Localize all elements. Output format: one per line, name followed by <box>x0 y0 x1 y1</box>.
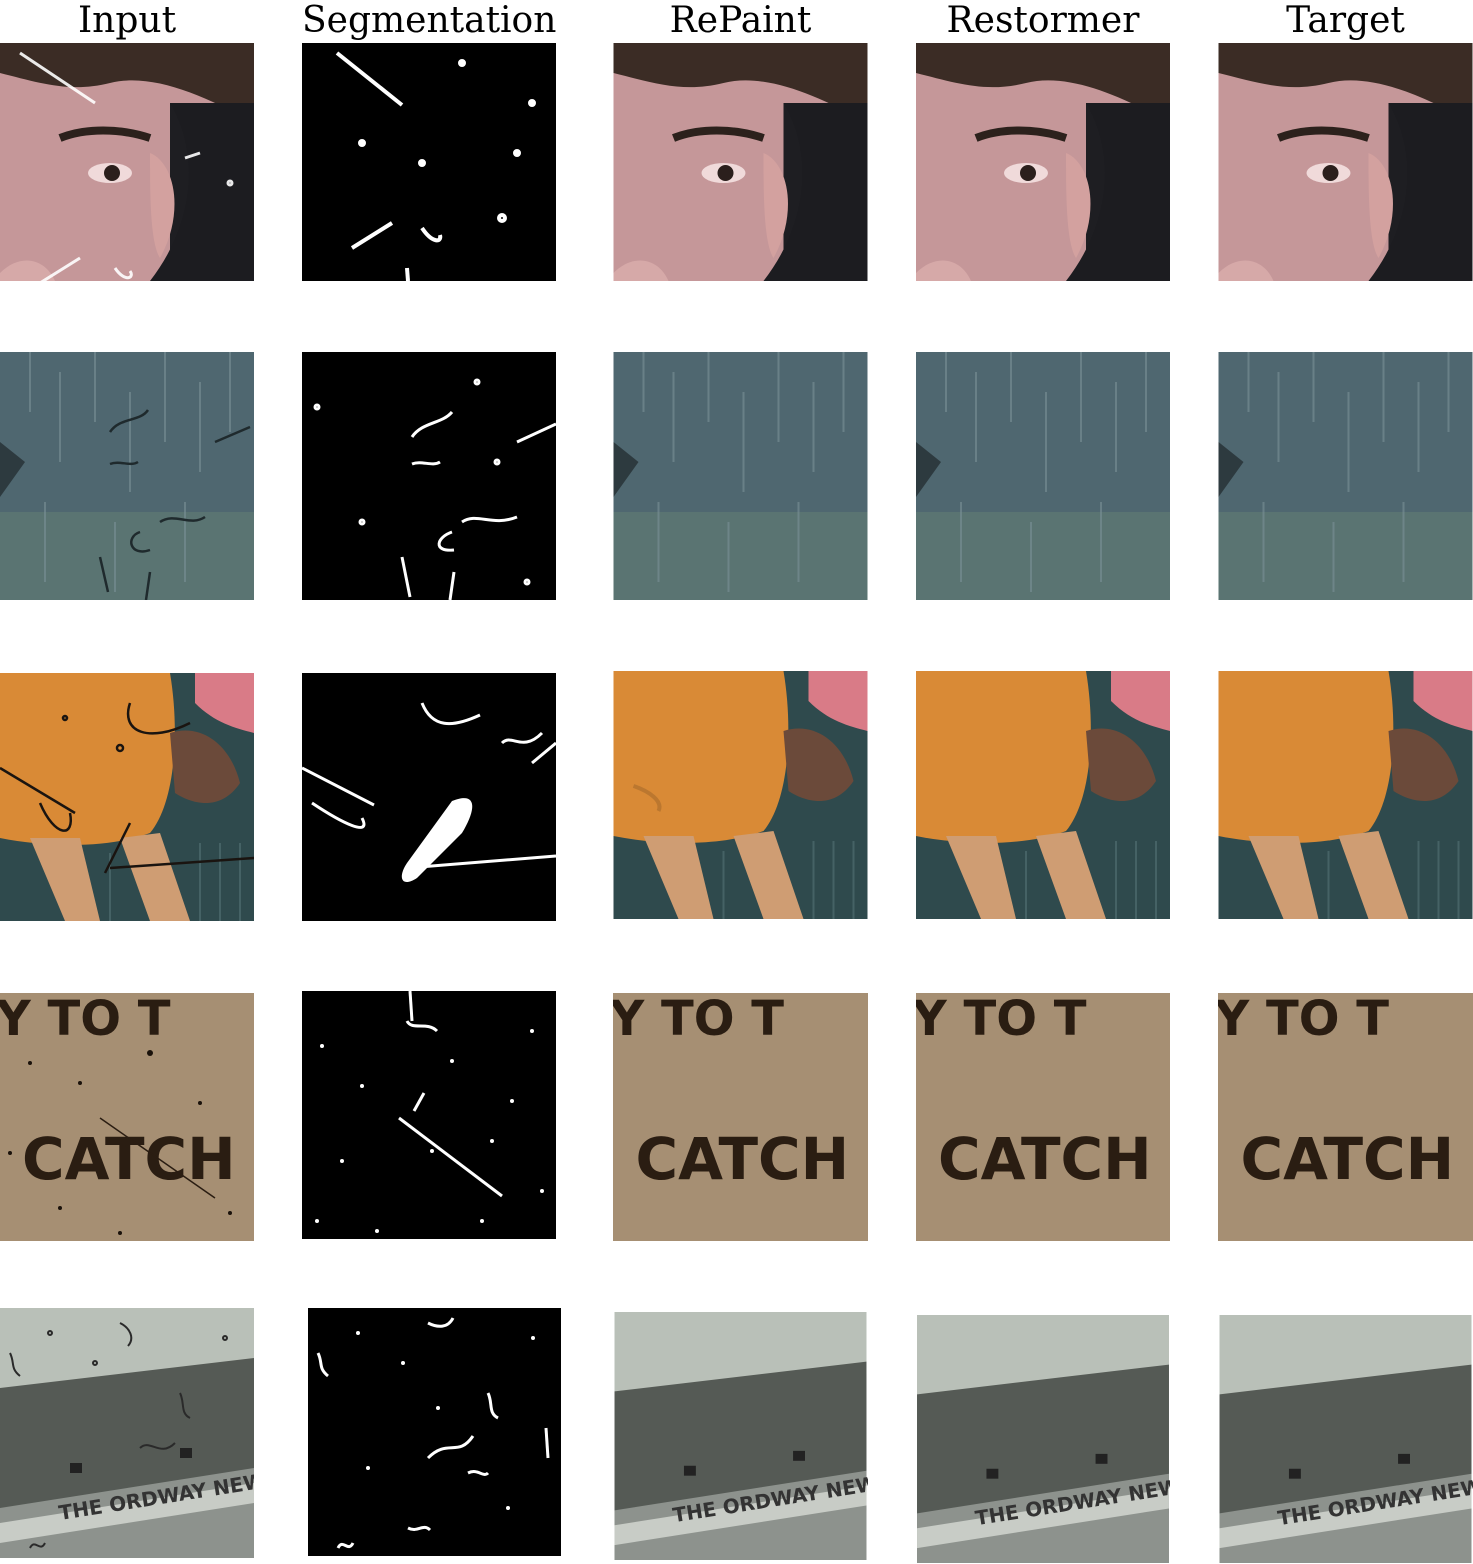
column-header-restormer: Restormer <box>946 0 1140 41</box>
sign-main-text: CATCH <box>22 1125 236 1193</box>
restormer-rain-image <box>916 352 1170 600</box>
sign-main-text: CATCH <box>1241 1125 1455 1193</box>
repaint-girl-image <box>613 671 868 919</box>
input-girl-image <box>0 673 254 921</box>
sign-top-text: Y TO T <box>0 993 171 1047</box>
column-header-target: Target <box>1286 0 1405 41</box>
input-face-image <box>0 43 254 281</box>
repaint-sign-image: Y TO T CATCH <box>613 993 868 1241</box>
repaint-building-image: THE ORDWAY NEW <box>613 1312 868 1560</box>
sign-top-text: Y TO T <box>916 993 1087 1047</box>
target-girl-image <box>1218 671 1473 919</box>
sign-main-text: CATCH <box>636 1125 850 1193</box>
segmentation-building-mask <box>308 1308 561 1556</box>
target-sign-image: Y TO T CATCH <box>1218 993 1473 1241</box>
repaint-face-image <box>613 43 868 281</box>
sign-main-text: CATCH <box>938 1125 1152 1193</box>
restormer-sign-image: Y TO T CATCH <box>916 993 1170 1241</box>
input-rain-image <box>0 352 254 600</box>
segmentation-rain-mask <box>302 352 556 600</box>
column-header-repaint: RePaint <box>669 0 812 41</box>
restormer-girl-image <box>916 671 1170 919</box>
target-building-image: THE ORDWAY NEW <box>1218 1315 1473 1563</box>
restormer-face-image <box>916 43 1170 281</box>
repaint-rain-image <box>613 352 868 600</box>
input-building-image: THE ORDWAY NEW <box>0 1308 254 1558</box>
target-face-image <box>1218 43 1473 281</box>
sign-top-text: Y TO T <box>613 993 784 1047</box>
sign-top-text: Y TO T <box>1218 993 1389 1047</box>
input-sign-image: Y TO T CATCH <box>0 993 254 1241</box>
segmentation-girl-mask <box>302 673 556 921</box>
segmentation-face-mask <box>302 43 556 281</box>
target-rain-image <box>1218 352 1473 600</box>
column-header-segmentation: Segmentation <box>302 0 557 41</box>
column-header-input: Input <box>77 0 177 41</box>
segmentation-sign-mask <box>302 991 556 1239</box>
restormer-building-image: THE ORDWAY NEW <box>916 1315 1170 1563</box>
